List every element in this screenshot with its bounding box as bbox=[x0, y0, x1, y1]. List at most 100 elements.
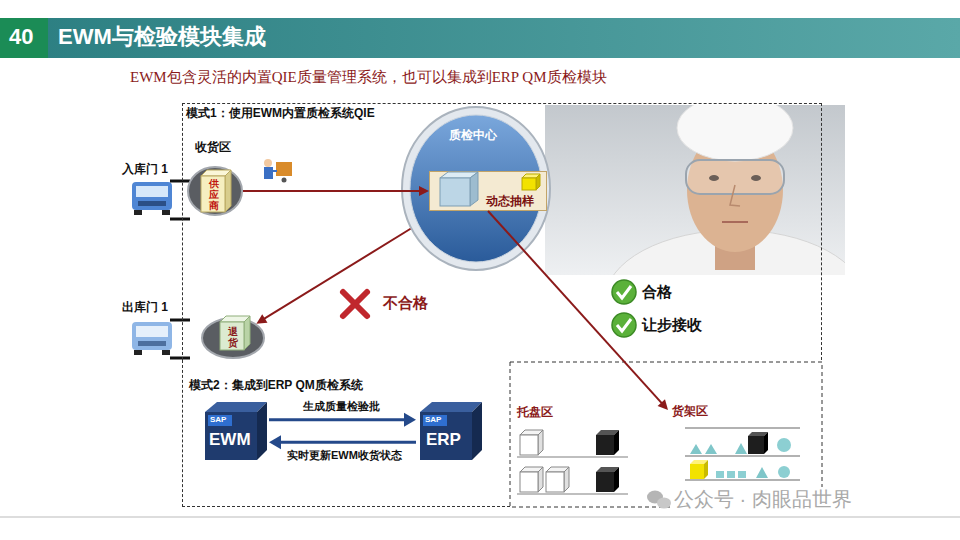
pallet-drawing bbox=[546, 472, 564, 492]
concession-check bbox=[612, 313, 636, 337]
shelf-drawing bbox=[764, 432, 768, 454]
pass-check bbox=[612, 280, 636, 304]
node-heading: 动态抽样 bbox=[486, 194, 534, 208]
pallet-drawing bbox=[517, 430, 628, 494]
inspector-photo bbox=[677, 105, 793, 161]
shelf-drawing bbox=[685, 455, 800, 457]
shelf-drawing bbox=[756, 467, 768, 478]
dock-bars bbox=[170, 319, 190, 322]
return-cube bbox=[244, 316, 250, 350]
cube-shape bbox=[420, 412, 472, 460]
pallet-drawing bbox=[517, 456, 628, 458]
worker-icon bbox=[264, 159, 292, 183]
pallet-drawing bbox=[520, 472, 538, 492]
concession-check bbox=[612, 313, 636, 337]
inbound-truck bbox=[132, 182, 172, 215]
sample-lot-cube bbox=[470, 172, 478, 206]
node-heading: SAP bbox=[425, 415, 441, 425]
node-heading: 收货区 bbox=[195, 140, 231, 154]
shelf-drawing bbox=[685, 479, 800, 481]
reject-cross bbox=[343, 292, 367, 316]
return-cube bbox=[220, 322, 244, 350]
inspector-photo bbox=[722, 221, 748, 223]
title-bar bbox=[0, 18, 48, 58]
cube-shape bbox=[208, 415, 232, 426]
shelf-drawing bbox=[690, 464, 704, 479]
inspector-photo bbox=[730, 185, 740, 206]
ellipse-shape bbox=[188, 167, 242, 215]
pallet-drawing bbox=[614, 467, 619, 492]
reject-cross bbox=[343, 292, 367, 316]
sample-lot-cube bbox=[440, 178, 470, 206]
door-label: 入库门 1 bbox=[122, 162, 168, 176]
connector-arrow bbox=[269, 435, 416, 449]
edge-label: 生成质量检验批 bbox=[303, 400, 380, 413]
worker-icon bbox=[282, 178, 287, 183]
node-heading: 模式1：使用EWM内置质检系统QIE bbox=[186, 106, 375, 120]
worker-icon bbox=[276, 162, 292, 176]
shelf-drawing bbox=[705, 444, 717, 454]
connector-line bbox=[279, 441, 416, 444]
result-label: 让步接收 bbox=[642, 316, 702, 334]
mode2-region: 模式2：集成到ERP QM质检系统SAPEWMSAPERP bbox=[182, 360, 510, 507]
dock-bars bbox=[170, 181, 190, 358]
outbound-truck bbox=[132, 322, 172, 350]
inbound-truck bbox=[134, 210, 142, 215]
inbound-truck bbox=[132, 182, 172, 210]
connector-arrow bbox=[269, 413, 416, 427]
shelf-drawing bbox=[748, 436, 764, 454]
storage-region bbox=[510, 362, 822, 507]
edge-label: 不合格 bbox=[383, 294, 428, 312]
worker-icon bbox=[273, 170, 277, 172]
pass-check bbox=[612, 280, 636, 304]
outbound-truck bbox=[138, 341, 166, 346]
sample-lot-cube bbox=[440, 172, 478, 206]
shelf-drawing bbox=[685, 428, 800, 480]
ellipse-shape bbox=[202, 318, 264, 358]
connector-arrow bbox=[488, 211, 668, 410]
arrow-head bbox=[256, 314, 267, 323]
outbound-truck bbox=[134, 350, 142, 355]
pallet-drawing bbox=[517, 493, 628, 495]
pallet-drawing bbox=[538, 467, 543, 492]
sample-cube bbox=[522, 178, 536, 190]
node-text: 供应商 bbox=[209, 178, 219, 211]
lens-shape bbox=[402, 107, 550, 270]
connector-line bbox=[269, 418, 406, 421]
pallet-drawing bbox=[564, 467, 569, 492]
inspector-photo bbox=[545, 105, 845, 275]
inspector-photo bbox=[686, 160, 784, 194]
slide-title: EWM与检验模块集成 bbox=[58, 24, 266, 50]
worker-icon bbox=[264, 159, 272, 167]
outbound-truck bbox=[136, 326, 168, 337]
dock-bars bbox=[170, 218, 190, 221]
pass-check bbox=[617, 286, 631, 298]
slide-number: 40 bbox=[9, 24, 33, 50]
node-heading: SAP bbox=[210, 415, 226, 425]
node-heading: 退货 bbox=[228, 326, 238, 348]
edge-label: 实时更新EWM收货状态 bbox=[287, 449, 402, 462]
title-bar bbox=[0, 18, 960, 58]
shelf-drawing bbox=[777, 438, 791, 452]
supplier-cube bbox=[201, 176, 225, 212]
connector-line bbox=[243, 190, 421, 192]
node-heading: 质检中心 bbox=[449, 128, 497, 142]
return-cube bbox=[220, 316, 250, 350]
outbound-truck bbox=[132, 322, 172, 355]
pallet-drawing bbox=[520, 435, 538, 455]
sample-cube bbox=[536, 174, 540, 190]
supplier-cube bbox=[201, 170, 231, 212]
arrow-head bbox=[658, 399, 668, 410]
inbound-truck bbox=[162, 210, 170, 215]
worker-icon bbox=[264, 167, 273, 179]
pallet-drawing bbox=[520, 430, 569, 492]
footer-rule bbox=[0, 517, 960, 518]
sample-cube bbox=[522, 174, 540, 190]
node-text: ERP bbox=[426, 430, 461, 450]
pallet-drawing bbox=[596, 435, 614, 455]
cube-shape bbox=[420, 402, 482, 412]
concession-check bbox=[617, 319, 631, 331]
sap-erp-icon: SAP ERP bbox=[416, 400, 484, 462]
subtitle: EWM包含灵活的内置QIE质量管理系统，也可以集成到ERP QM质检模块 bbox=[130, 68, 607, 86]
